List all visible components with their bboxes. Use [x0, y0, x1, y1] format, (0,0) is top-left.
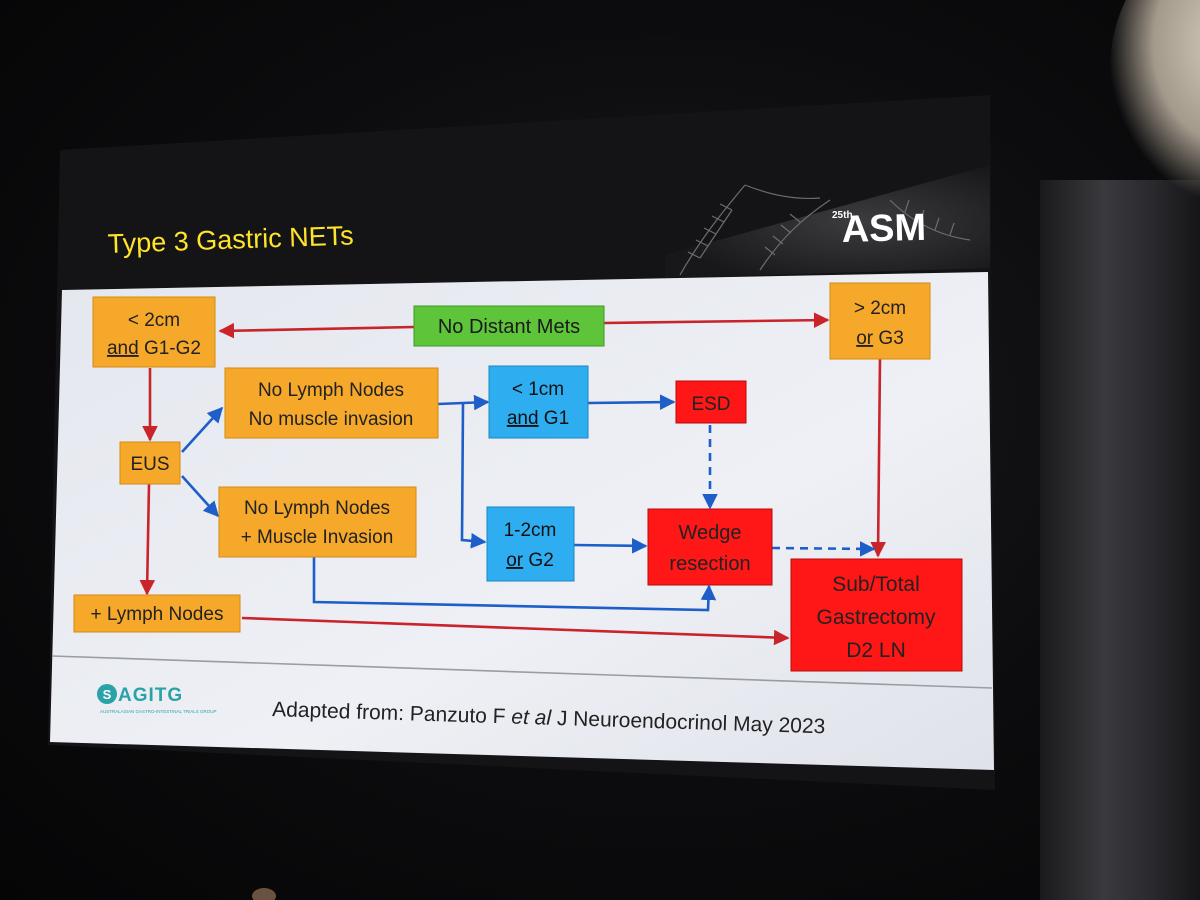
audience-head [252, 888, 276, 900]
agitg-logo: S AGITG AUSTRALASIAN GASTRO-INTESTINAL T… [97, 684, 217, 714]
arrow-eus-to-ln [139, 483, 156, 596]
svg-text:No Distant Mets: No Distant Mets [438, 316, 580, 338]
node-wedge-resection: Wedge resection [647, 508, 773, 586]
svg-text:and G1: and G1 [507, 408, 569, 429]
node-eus: EUS [119, 441, 181, 485]
brand-superscript: 25th [832, 210, 853, 221]
node-small-tumor: < 2cm and G1-G2 [92, 296, 216, 368]
svg-text:Sub/Total: Sub/Total [832, 573, 920, 596]
arrow-nomuscle-to-lt1cm [437, 394, 490, 411]
node-no-ln-muscle: No Lymph Nodes + Muscle Invasion [218, 486, 417, 558]
footer-divider [51, 655, 993, 689]
svg-text:EUS: EUS [130, 454, 169, 475]
arrow-mets-to-small [218, 322, 415, 339]
svg-text:< 2cm: < 2cm [128, 310, 180, 331]
svg-text:or G2: or G2 [506, 550, 554, 571]
arrow-eus-to-nomuscle [181, 406, 224, 453]
svg-text:resection: resection [669, 553, 750, 575]
svg-text:Wedge: Wedge [678, 522, 741, 544]
arrow-ln-to-gastrectomy [241, 616, 790, 646]
svg-text:No muscle invasion: No muscle invasion [249, 409, 414, 430]
arrow-nomuscle-to-1to2cm [460, 403, 487, 549]
svg-text:No Lymph Nodes: No Lymph Nodes [244, 498, 390, 519]
arrow-wedge-to-gastrectomy [771, 541, 876, 557]
svg-text:AGITG: AGITG [118, 685, 183, 706]
svg-text:and G1-G2: and G1-G2 [107, 338, 201, 359]
node-ln-positive: + Lymph Nodes [73, 594, 241, 633]
arrow-large-to-gastrectomy [870, 357, 886, 558]
svg-text:Gastrectomy: Gastrectomy [816, 606, 936, 629]
node-large-tumor: > 2cm or G3 [829, 282, 931, 360]
node-lt1cm-g1: < 1cm and G1 [488, 365, 589, 439]
node-1to2cm-g2: 1-2cm or G2 [486, 506, 575, 582]
node-esd: ESD [675, 380, 747, 424]
svg-text:No Lymph Nodes: No Lymph Nodes [258, 380, 404, 401]
arrow-eus-to-muscle [181, 475, 220, 518]
fern-decoration [665, 165, 990, 278]
svg-text:+ Lymph Nodes: + Lymph Nodes [91, 604, 224, 625]
brand-name: ASM [841, 207, 927, 251]
svg-text:or G3: or G3 [856, 328, 904, 349]
arrow-lt1cm-to-esd [587, 394, 676, 410]
svg-text:> 2cm: > 2cm [854, 298, 906, 319]
svg-text:1-2cm: 1-2cm [504, 520, 557, 541]
right-wall [1040, 180, 1200, 900]
node-gastrectomy: Sub/Total Gastrectomy D2 LN [790, 558, 963, 672]
node-no-ln-no-muscle: No Lymph Nodes No muscle invasion [224, 367, 439, 439]
arrow-muscle-to-wedge [312, 557, 717, 612]
svg-text:S: S [103, 687, 112, 702]
flow-arrows [139, 312, 886, 646]
svg-text:+ Muscle Invasion: + Muscle Invasion [241, 527, 394, 548]
svg-text:D2 LN: D2 LN [846, 639, 906, 662]
arrow-mets-to-large [603, 312, 830, 328]
arrow-1to2cm-to-wedge [573, 538, 648, 554]
node-no-distant-mets: No Distant Mets [413, 305, 605, 347]
svg-text:ESD: ESD [691, 394, 730, 415]
svg-text:AUSTRALASIAN GASTRO-INTESTINAL: AUSTRALASIAN GASTRO-INTESTINAL TRIALS GR… [100, 709, 217, 714]
svg-text:< 1cm: < 1cm [512, 379, 564, 400]
